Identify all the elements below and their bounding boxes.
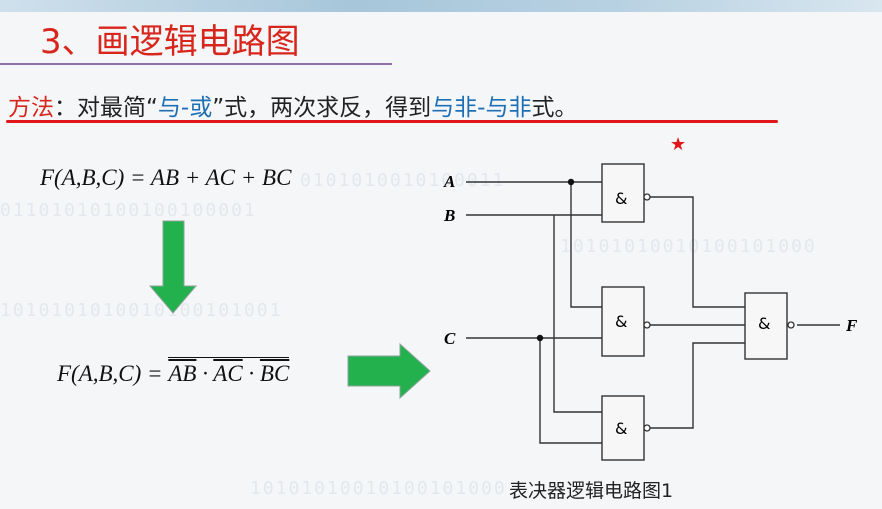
gate-label: & xyxy=(615,419,627,438)
watermark-text: 1010101010010100101001 xyxy=(0,300,283,321)
method-text: 式。 xyxy=(531,95,578,121)
watermark-text: 0101010010100011 xyxy=(300,170,506,191)
nand-gate-1 xyxy=(601,163,651,223)
page-title: 3、画逻辑电路图 xyxy=(40,22,300,62)
top-banner xyxy=(0,0,882,12)
nand-gate-3 xyxy=(601,395,651,461)
term-ab: AB xyxy=(168,361,197,386)
term-bc: BC xyxy=(259,361,290,386)
input-label-c: C xyxy=(444,329,456,348)
formula-sum-of-products: F(A,B,C) = AB + AC + BC xyxy=(40,165,291,191)
formula-nand-nand: F(A,B,C) = AB · AC · BC xyxy=(57,357,290,387)
right-arrow-icon xyxy=(347,342,431,400)
gate-label: & xyxy=(615,189,627,208)
method-line: 方法：对最简“与-或”式，两次求反，得到与非-与非式。 xyxy=(8,88,577,122)
circuit-wires xyxy=(466,181,840,444)
formula-outer-bar: AB · AC · BC xyxy=(168,357,290,387)
star-icon: ★ xyxy=(670,134,687,155)
title-divider xyxy=(0,63,392,65)
watermark-text: 01101010100100100001 xyxy=(0,200,257,221)
junction-dot xyxy=(536,334,544,342)
watermark-text: 10101010010100101000 xyxy=(560,236,817,257)
figure-caption: 表决器逻辑电路图1 xyxy=(509,480,674,502)
input-label-a: A xyxy=(443,172,455,191)
formula-rhs: AB + AC + BC xyxy=(150,165,292,190)
nand-gate-2 xyxy=(601,286,651,357)
down-arrow-icon xyxy=(148,220,198,314)
method-text: ：对最简“ xyxy=(54,95,158,121)
gate-label: & xyxy=(758,314,770,333)
nand-gate-4 xyxy=(744,292,795,360)
method-highlight: 与-或 xyxy=(157,95,213,121)
formula-dot: · xyxy=(242,361,260,386)
emphasis-underline xyxy=(6,120,778,123)
gate-label: & xyxy=(615,312,627,331)
junction-dot xyxy=(567,178,575,186)
formula-dot: · xyxy=(196,361,214,386)
formula-lhs: F(A,B,C) = xyxy=(57,361,169,386)
term-ac: AC xyxy=(213,361,243,386)
input-label-b: B xyxy=(443,206,455,225)
method-text: ”式，两次求反，得到 xyxy=(212,95,432,121)
output-label-f: F xyxy=(845,316,858,335)
method-highlight: 与非-与非 xyxy=(431,95,532,121)
method-label: 方法 xyxy=(8,95,54,121)
formula-lhs: F(A,B,C) = xyxy=(40,165,151,190)
watermark-text: 10101010010100101000 xyxy=(250,478,507,499)
